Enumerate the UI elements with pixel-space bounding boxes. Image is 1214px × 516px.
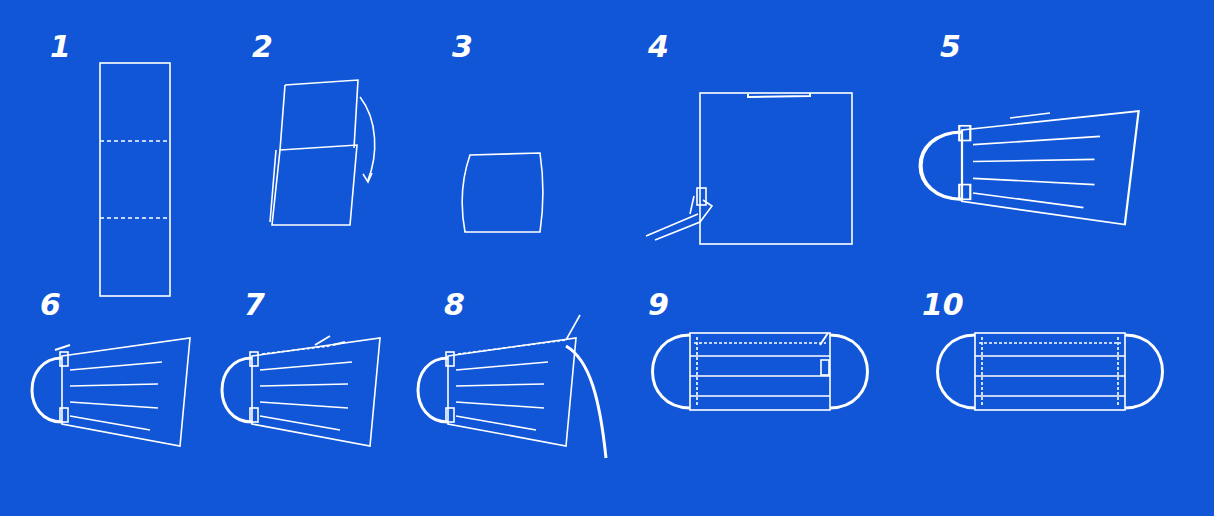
step-number: 4 <box>648 32 669 62</box>
step-number: 9 <box>648 290 669 320</box>
step-number: 2 <box>252 32 273 62</box>
step-number: 10 <box>922 290 964 320</box>
step-number: 8 <box>444 290 465 320</box>
step-drawings <box>32 63 1163 458</box>
step-number: 5 <box>940 32 961 62</box>
step-number: 7 <box>244 290 265 320</box>
step-number: 6 <box>40 290 61 320</box>
step-number: 1 <box>50 32 71 62</box>
step-number: 3 <box>452 32 473 62</box>
